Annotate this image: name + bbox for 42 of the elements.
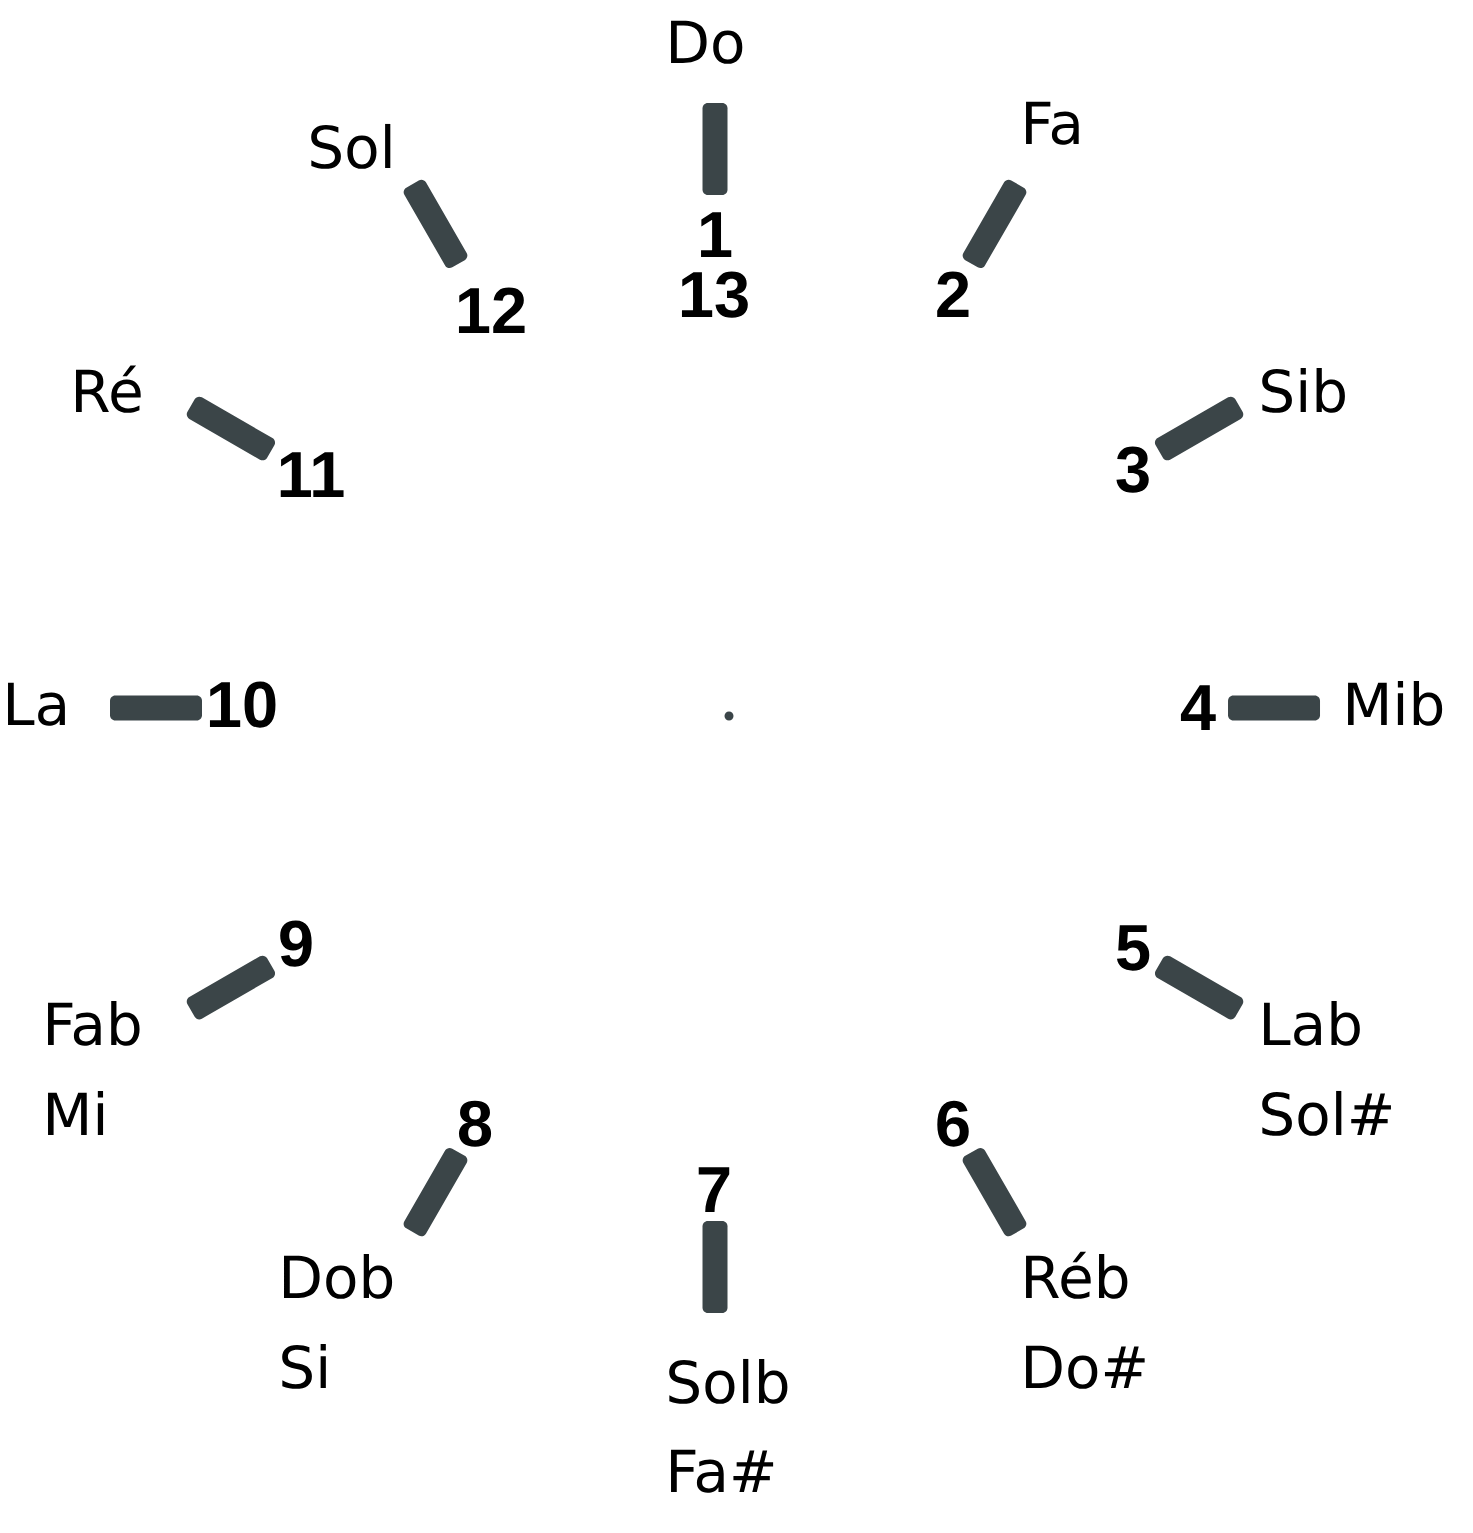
tick-mark [962,179,1027,269]
position-number: 10 [209,681,276,728]
note-name: Sol [311,123,391,169]
note-name: Lab [1264,1000,1360,1046]
tick-mark [702,103,728,195]
tick-mark [1154,396,1244,461]
position-number: 5 [1116,925,1150,971]
position-number: 1 [701,212,732,257]
position-number: 2 [937,271,969,317]
note-name: Sib [1262,367,1345,413]
position-number: 11 [280,452,344,497]
position-number: 7 [698,1167,730,1212]
note-name: Fab [48,1000,140,1046]
tick-mark [962,1147,1027,1237]
tick-mark [403,1147,468,1237]
note-name: Fa# [671,1449,774,1493]
note-name: Do [671,20,743,64]
note-name: Ré [76,365,141,413]
position-number: 3 [1116,446,1149,493]
note-name: Dob [284,1253,393,1299]
note-name: Sol# [1262,1090,1391,1136]
note-name: Mib [1348,680,1443,726]
tick-mark [186,955,276,1020]
position-number: 9 [280,920,312,967]
note-name: La [8,682,65,726]
position-number: 6 [937,1100,969,1147]
position-number: 13 [681,271,748,318]
tick-mark [1154,955,1244,1020]
note-name: Réb [1026,1251,1128,1299]
tick-mark [702,1221,728,1313]
tick-mark [186,396,276,461]
position-number: 8 [459,1100,492,1147]
tick-mark [1228,695,1320,721]
note-name: Do# [1026,1345,1145,1389]
note-name: Mi [48,1090,104,1135]
position-number: 4 [1180,685,1216,730]
tick-mark [403,179,468,269]
position-number: 12 [458,287,525,333]
note-name: Si [282,1343,326,1389]
note-name: Solb [669,1358,788,1404]
tick-mark [110,695,202,721]
note-name: Fa [1026,101,1079,145]
